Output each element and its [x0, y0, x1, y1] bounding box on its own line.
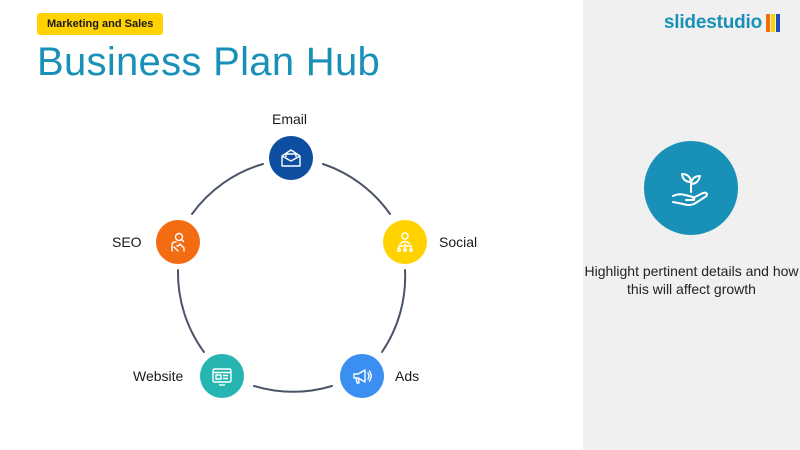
social-label: Social [439, 234, 478, 250]
seo-label: SEO [112, 234, 142, 250]
hub-ring [176, 163, 407, 393]
ring-arc-social-ads [381, 269, 407, 353]
social-node[interactable] [383, 220, 427, 264]
ads-node[interactable] [340, 354, 384, 398]
ring-arc-ads-website [253, 385, 333, 393]
browser-window-icon [212, 368, 232, 386]
side-panel: slidestudio Highlight pertinent details … [583, 0, 800, 450]
side-description: Highlight pertinent details and how this… [584, 263, 799, 297]
ring-arc-website-seo [176, 269, 205, 353]
brand-logo: slidestudio [664, 12, 780, 34]
page-title: Business Plan Hub [37, 40, 381, 84]
category-tag: Marketing and Sales [37, 13, 164, 35]
megaphone-icon [353, 369, 372, 384]
ring-arc-seo-email [191, 163, 264, 215]
envelope-icon [281, 149, 301, 167]
brand-name: slidestudio [663, 12, 762, 33]
website-node[interactable] [200, 354, 244, 398]
email-label: Email [272, 111, 308, 127]
ads-label: Ads [395, 368, 420, 384]
people-network-icon [396, 232, 414, 253]
website-label: Website [133, 368, 184, 384]
brand-mark-icon [766, 14, 780, 32]
email-node[interactable] [269, 136, 313, 180]
growth-badge [644, 141, 738, 235]
seo-node[interactable] [156, 220, 200, 264]
search-person-icon [171, 232, 185, 252]
plant-in-hand-icon [672, 173, 708, 206]
ring-arc-email-social [322, 163, 391, 215]
